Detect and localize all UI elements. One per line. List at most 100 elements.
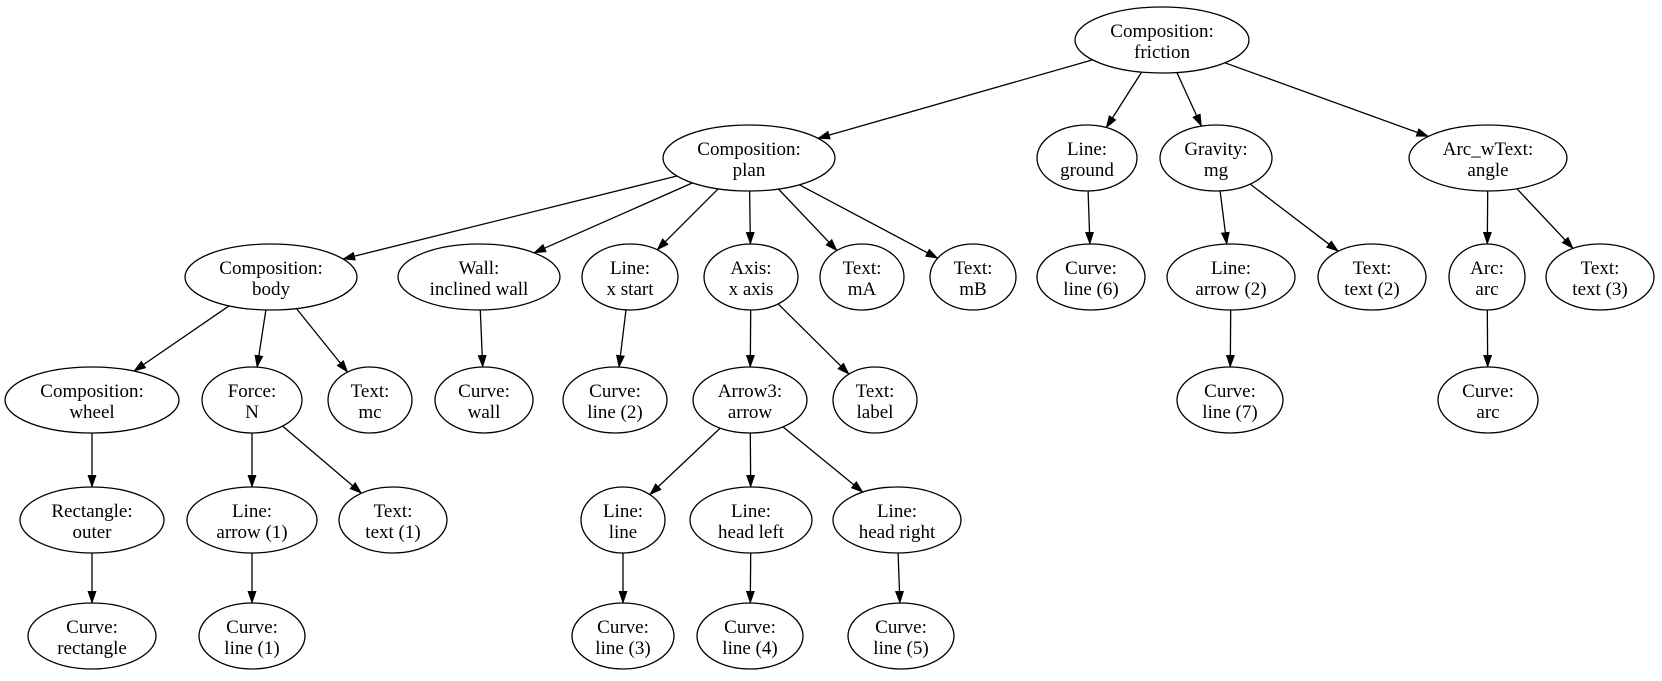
node-label-line2: head left (718, 522, 785, 543)
edge-mg-to-text2 (1249, 183, 1339, 252)
node-x_start: Line:x start (581, 243, 679, 311)
edge-plan-to-mA (777, 188, 838, 252)
node-label-line1: Arc_wText: (1443, 139, 1533, 160)
node-ellipse (198, 602, 306, 670)
node-rectangle: Curve:rectangle (27, 602, 157, 670)
node-line1: Curve:line (1) (198, 602, 306, 670)
node-label-line2: line (4) (722, 638, 777, 659)
node-ellipse (1317, 243, 1427, 311)
node-ellipse (662, 124, 836, 192)
node-text3: Text:text (3) (1545, 243, 1655, 311)
node-ellipse (1448, 243, 1526, 311)
node-label-line2: x start (607, 279, 655, 300)
node-ellipse (1408, 124, 1568, 192)
node-label-line1: Curve: (1462, 381, 1514, 402)
edge-body-to-wheel (133, 305, 230, 372)
node-ellipse (832, 486, 962, 554)
node-ellipse (929, 243, 1017, 311)
node-label-line2: head right (859, 522, 936, 543)
node-label-line2: outer (72, 522, 112, 543)
node-label-line1: Composition: (697, 139, 800, 160)
node-label-line1: Curve: (66, 617, 118, 638)
node-ellipse (1166, 243, 1296, 311)
node-ellipse (4, 366, 180, 434)
node-arrow3: Arrow3:arrow (692, 366, 808, 434)
edge-layer (87, 59, 1574, 604)
edge-arrow3-to-head_right (782, 426, 864, 493)
node-label-line2: mA (848, 279, 877, 300)
edge-arrow3-to-line_node (649, 427, 721, 496)
node-label-line2: line (3) (595, 638, 650, 659)
edge-body-to-N (254, 309, 267, 369)
node-head_right: Line:head right (832, 486, 962, 554)
node-label-line1: Curve: (597, 617, 649, 638)
node-ellipse (581, 243, 679, 311)
node-ellipse (1159, 124, 1273, 192)
edge-body-to-mc (295, 308, 349, 373)
edge-friction-to-angle (1224, 62, 1430, 138)
node-label-line2: arc (1475, 279, 1498, 300)
node-ellipse (338, 486, 448, 554)
node-label-line2: inclined wall (430, 279, 529, 300)
node-wheel: Composition:wheel (4, 366, 180, 434)
node-outer: Rectangle:outer (19, 486, 165, 554)
node-label-line1: Text: (1353, 258, 1392, 279)
node-ellipse (1036, 124, 1138, 192)
node-label-line2: angle (1467, 160, 1508, 181)
node-label-line1: Text: (1581, 258, 1620, 279)
node-ellipse (571, 602, 675, 670)
node-ellipse (819, 243, 905, 311)
node-label-line1: Line: (877, 501, 917, 522)
node-label-line2: text (2) (1344, 279, 1399, 300)
node-label-line1: Line: (731, 501, 771, 522)
node-label-line2: arrow (1) (216, 522, 287, 543)
node-wall: Curve:wall (434, 366, 534, 434)
node-ellipse (832, 366, 918, 434)
node-mc: Text:mc (327, 366, 413, 434)
node-ellipse (27, 602, 157, 670)
edge-angle-to-text3 (1516, 188, 1574, 250)
node-label-line1: Rectangle: (51, 501, 132, 522)
node-label-line1: Line: (232, 501, 272, 522)
node-ellipse (201, 366, 303, 434)
node-label-line1: Curve: (1204, 381, 1256, 402)
node-layer: Composition:frictionComposition:planLine… (4, 6, 1655, 670)
node-label-line2: line (609, 522, 638, 543)
node-ellipse (696, 602, 804, 670)
node-line3: Curve:line (3) (571, 602, 675, 670)
node-label: Text:label (832, 366, 918, 434)
node-label-line2: wall (468, 402, 501, 423)
node-ellipse (580, 486, 666, 554)
node-mA: Text:mA (819, 243, 905, 311)
node-ellipse (703, 243, 799, 311)
node-label-line1: Composition: (219, 258, 322, 279)
node-ellipse (562, 366, 668, 434)
node-label-line2: x axis (729, 279, 774, 300)
node-ellipse (1074, 6, 1250, 74)
edge-head_right-to-line5 (894, 552, 904, 604)
node-label-line2: N (245, 402, 259, 423)
node-line_node: Line:line (580, 486, 666, 554)
node-ellipse (184, 243, 358, 311)
edge-friction-to-plan (817, 59, 1093, 140)
node-label-line2: mB (959, 279, 986, 300)
node-friction: Composition:friction (1074, 6, 1250, 74)
node-label-line1: Composition: (40, 381, 143, 402)
node-label-line2: arc (1476, 402, 1499, 423)
node-label-line1: Arrow3: (718, 381, 782, 402)
node-body: Composition:body (184, 243, 358, 311)
edge-x_axis-to-label (777, 303, 850, 375)
node-label-line1: Text: (843, 258, 882, 279)
node-line2: Curve:line (2) (562, 366, 668, 434)
node-label-line1: Curve: (589, 381, 641, 402)
node-label-line2: body (252, 279, 291, 300)
edge-ground-to-line6 (1084, 190, 1094, 245)
node-plan: Composition:plan (662, 124, 836, 192)
node-ellipse (1036, 243, 1146, 311)
node-text1: Text:text (1) (338, 486, 448, 554)
node-label-line1: Curve: (724, 617, 776, 638)
edge-mg-to-arrow2 (1219, 190, 1230, 246)
node-line6: Curve:line (6) (1036, 243, 1146, 311)
node-label-line2: plan (733, 160, 766, 181)
